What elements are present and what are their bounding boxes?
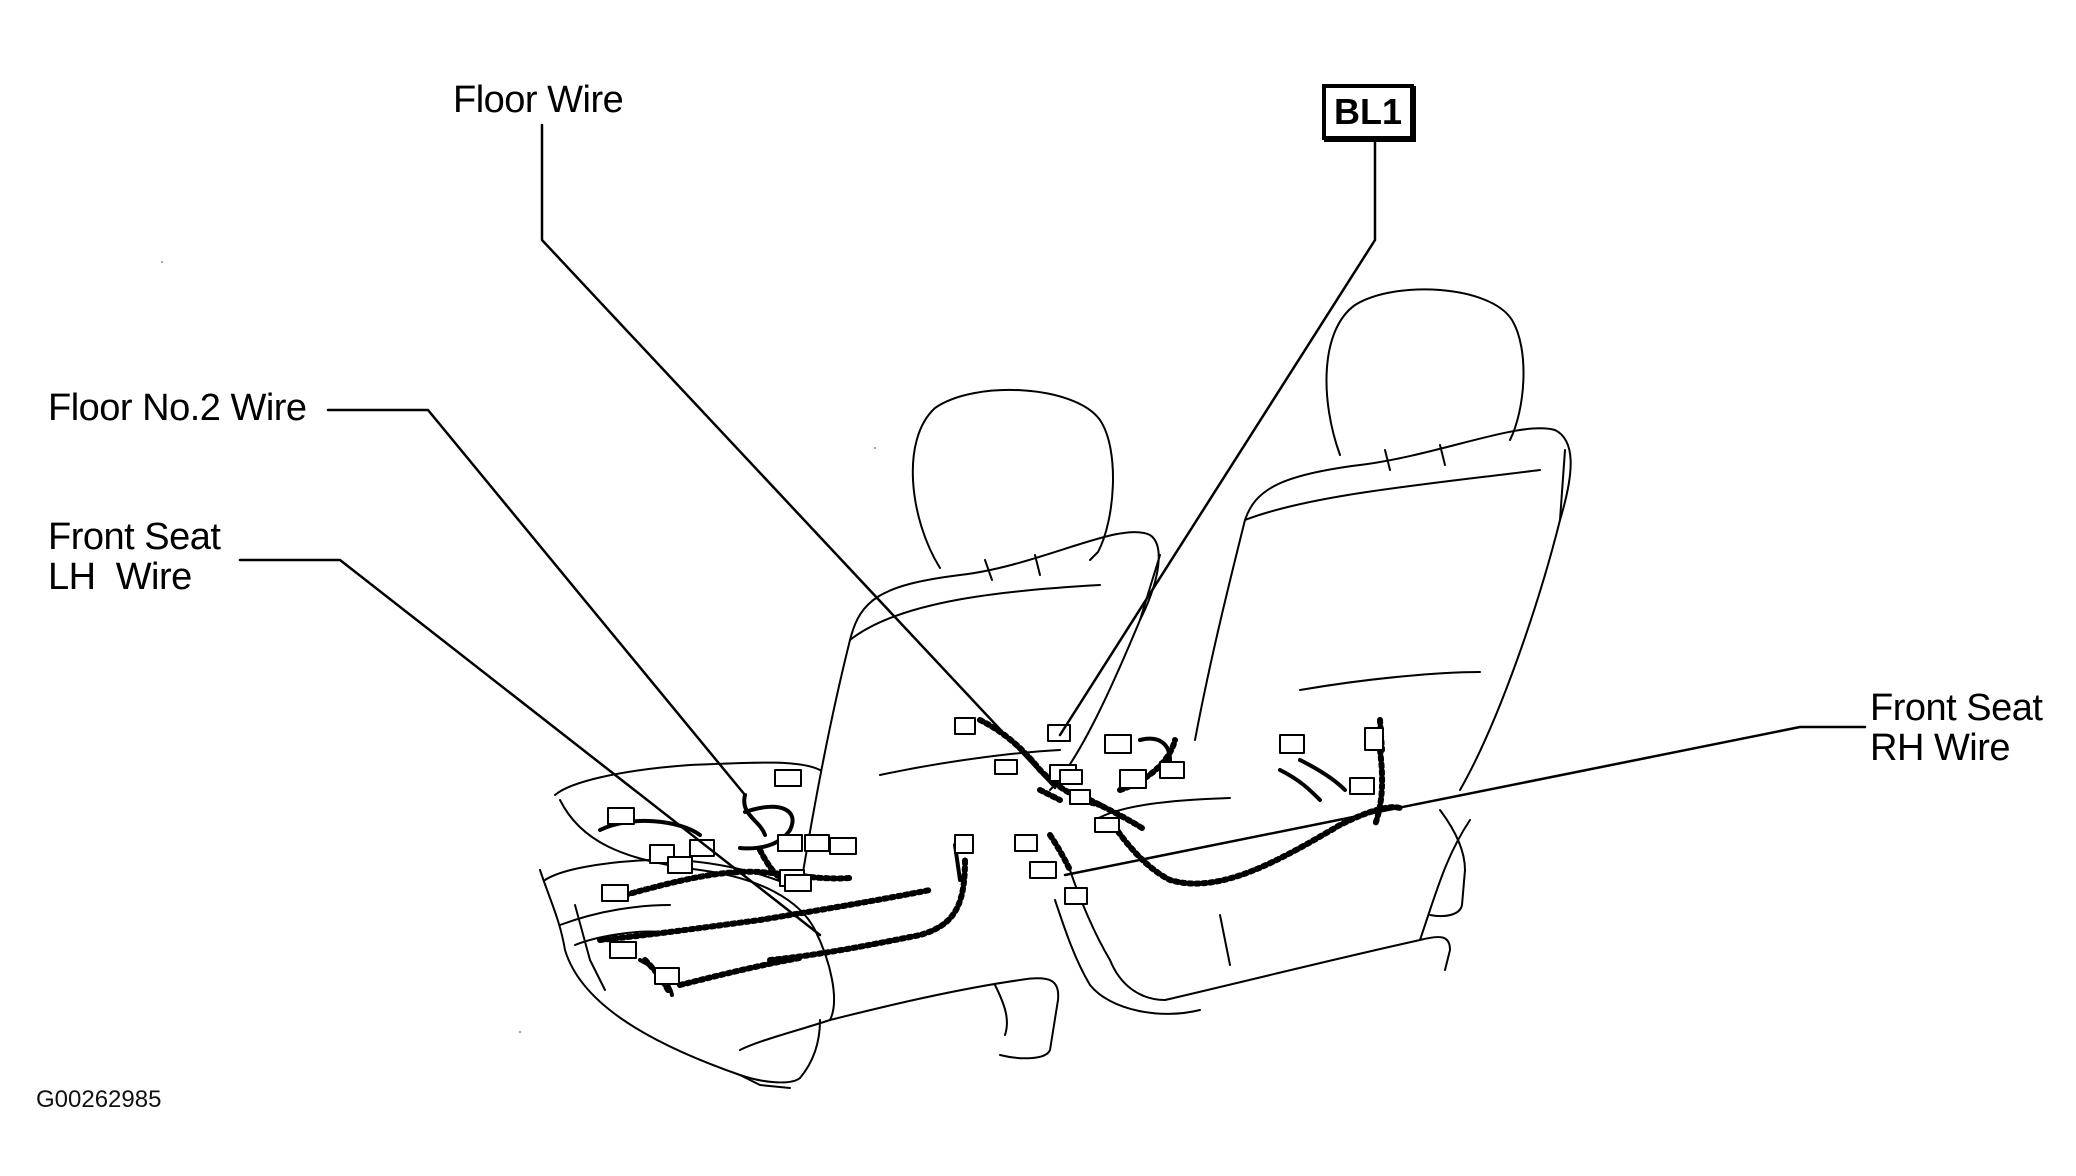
wire-cable (598, 736, 1347, 997)
floor-no2-wire-label: Floor No.2 Wire (48, 387, 307, 429)
figure-id: G00262985 (36, 1086, 162, 1113)
leader-lines (238, 123, 1867, 937)
connector-bl1-label: BL1 (1322, 84, 1415, 140)
connector-icon (601, 717, 1384, 985)
right-seat-icon (1054, 288, 1572, 1015)
scan-artifact (161, 261, 876, 1033)
floor-wire-label: Floor Wire (453, 79, 624, 121)
front-seat-rh-wire-label: Front Seat RH Wire (1870, 687, 2043, 769)
front-seat-lh-wire-label: Front Seat LH Wire (48, 516, 221, 598)
